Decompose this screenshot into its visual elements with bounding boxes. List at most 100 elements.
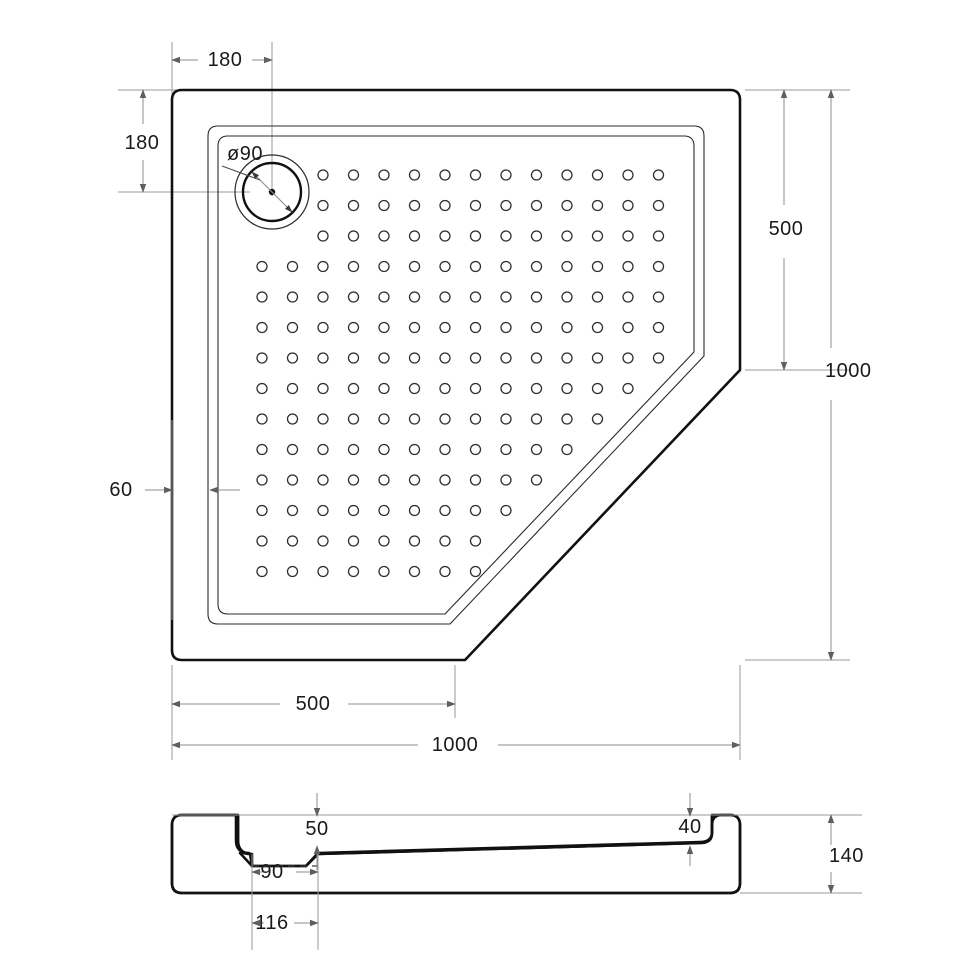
antislip-dot — [286, 352, 299, 364]
antislip-dot — [378, 260, 390, 273]
antislip-dot — [439, 291, 451, 303]
antislip-dot — [469, 291, 482, 303]
antislip-dot — [317, 474, 329, 486]
antislip-dot — [561, 230, 573, 242]
antislip-dot — [378, 565, 390, 578]
antislip-dot — [378, 413, 390, 425]
antislip-dot — [439, 352, 451, 364]
antislip-dot — [408, 504, 421, 517]
dim-label-1000-horizontal: 1000 — [432, 734, 479, 756]
antislip-dot — [347, 169, 360, 181]
antislip-dot — [256, 352, 268, 364]
antislip-dot — [347, 230, 360, 242]
antislip-dot — [561, 199, 573, 212]
section-floor-slope — [304, 813, 714, 868]
dimension-60-rim: 60 — [109, 420, 240, 620]
antislip-dot — [500, 321, 512, 334]
dimension-90-width: 90 — [251, 861, 319, 883]
antislip-dot — [530, 443, 543, 456]
antislip-dot — [408, 321, 421, 334]
antislip-dot — [469, 321, 482, 334]
antislip-dot — [408, 474, 421, 486]
antislip-dot — [317, 199, 329, 212]
antislip-dot — [500, 169, 512, 181]
antislip-dot — [439, 413, 451, 425]
antislip-dot — [439, 474, 451, 486]
antislip-dot — [500, 291, 512, 303]
antislip-dot — [652, 169, 665, 181]
antislip-dot — [469, 382, 482, 395]
antislip-dot — [622, 352, 634, 364]
antislip-dot — [347, 199, 360, 212]
antislip-dot — [256, 321, 268, 334]
antislip-dot — [256, 413, 268, 425]
antislip-dot — [469, 443, 482, 456]
dimension-180-vertical: 180 — [125, 89, 160, 193]
antislip-dot — [500, 260, 512, 273]
antislip-dot — [256, 382, 268, 395]
drain-leader-line — [221, 165, 261, 181]
antislip-dot — [561, 443, 573, 456]
antislip-dot — [408, 413, 421, 425]
dim-label-180-vertical: 180 — [125, 132, 160, 154]
dim-label-500-vertical: 500 — [769, 218, 804, 240]
antislip-dot — [561, 321, 573, 334]
antislip-dot — [286, 535, 299, 547]
plan-view-group: 180 180 — [109, 42, 871, 760]
antislip-dot — [622, 199, 634, 212]
antislip-dot — [530, 413, 543, 425]
dim-label-90: 90 — [260, 861, 283, 883]
antislip-dot — [591, 352, 604, 364]
antislip-dot — [286, 321, 299, 334]
antislip-dot — [317, 230, 329, 242]
antislip-dot — [408, 535, 421, 547]
antislip-dot — [591, 291, 604, 303]
antislip-dot — [317, 169, 329, 181]
antislip-dot — [622, 382, 634, 395]
antislip-dot — [347, 321, 360, 334]
antislip-dot — [378, 352, 390, 364]
antislip-dot — [256, 504, 268, 517]
antislip-dot — [408, 352, 421, 364]
dimension-1000-vertical: 1000 — [825, 89, 871, 661]
tray-rim-contour-outer — [207, 125, 705, 625]
antislip-dot — [317, 382, 329, 395]
section-view-group: 50 90 40 140 — [170, 793, 864, 950]
dimension-140-height: 140 — [827, 814, 864, 894]
antislip-dot — [378, 230, 390, 242]
dim-label-140: 140 — [829, 845, 864, 867]
dim-label-40: 40 — [678, 816, 701, 838]
dimension-116-offset: 116 — [251, 912, 319, 934]
antislip-dot — [439, 535, 451, 547]
antislip-dot — [378, 474, 390, 486]
antislip-dot — [500, 413, 512, 425]
antislip-dot — [317, 413, 329, 425]
antislip-dot — [286, 443, 299, 456]
antislip-dot — [622, 169, 634, 181]
antislip-dot — [408, 291, 421, 303]
antislip-dot — [408, 169, 421, 181]
antislip-dot — [256, 260, 268, 273]
antislip-dot — [622, 260, 634, 273]
antislip-dot — [561, 352, 573, 364]
antislip-dot — [378, 291, 390, 303]
antislip-dot — [378, 504, 390, 517]
tray-outer-outline — [170, 88, 742, 662]
antislip-dot — [408, 199, 421, 212]
drain-inner-ring — [241, 161, 303, 223]
dim-label-drain-diameter: ø90 — [227, 143, 263, 165]
antislip-dot — [469, 199, 482, 212]
dimension-40-lip: 40 — [678, 793, 701, 866]
antislip-dot — [347, 535, 360, 547]
antislip-dot — [317, 443, 329, 456]
antislip-dot — [439, 321, 451, 334]
antislip-dot — [286, 565, 299, 578]
dimension-1000-horizontal: 1000 — [171, 734, 741, 756]
antislip-dot — [469, 535, 482, 547]
antislip-dot — [378, 169, 390, 181]
antislip-dot — [408, 382, 421, 395]
antislip-dot — [500, 443, 512, 456]
drain-diameter-arrow — [251, 171, 293, 213]
antislip-dot — [286, 291, 299, 303]
antislip-dot — [347, 443, 360, 456]
